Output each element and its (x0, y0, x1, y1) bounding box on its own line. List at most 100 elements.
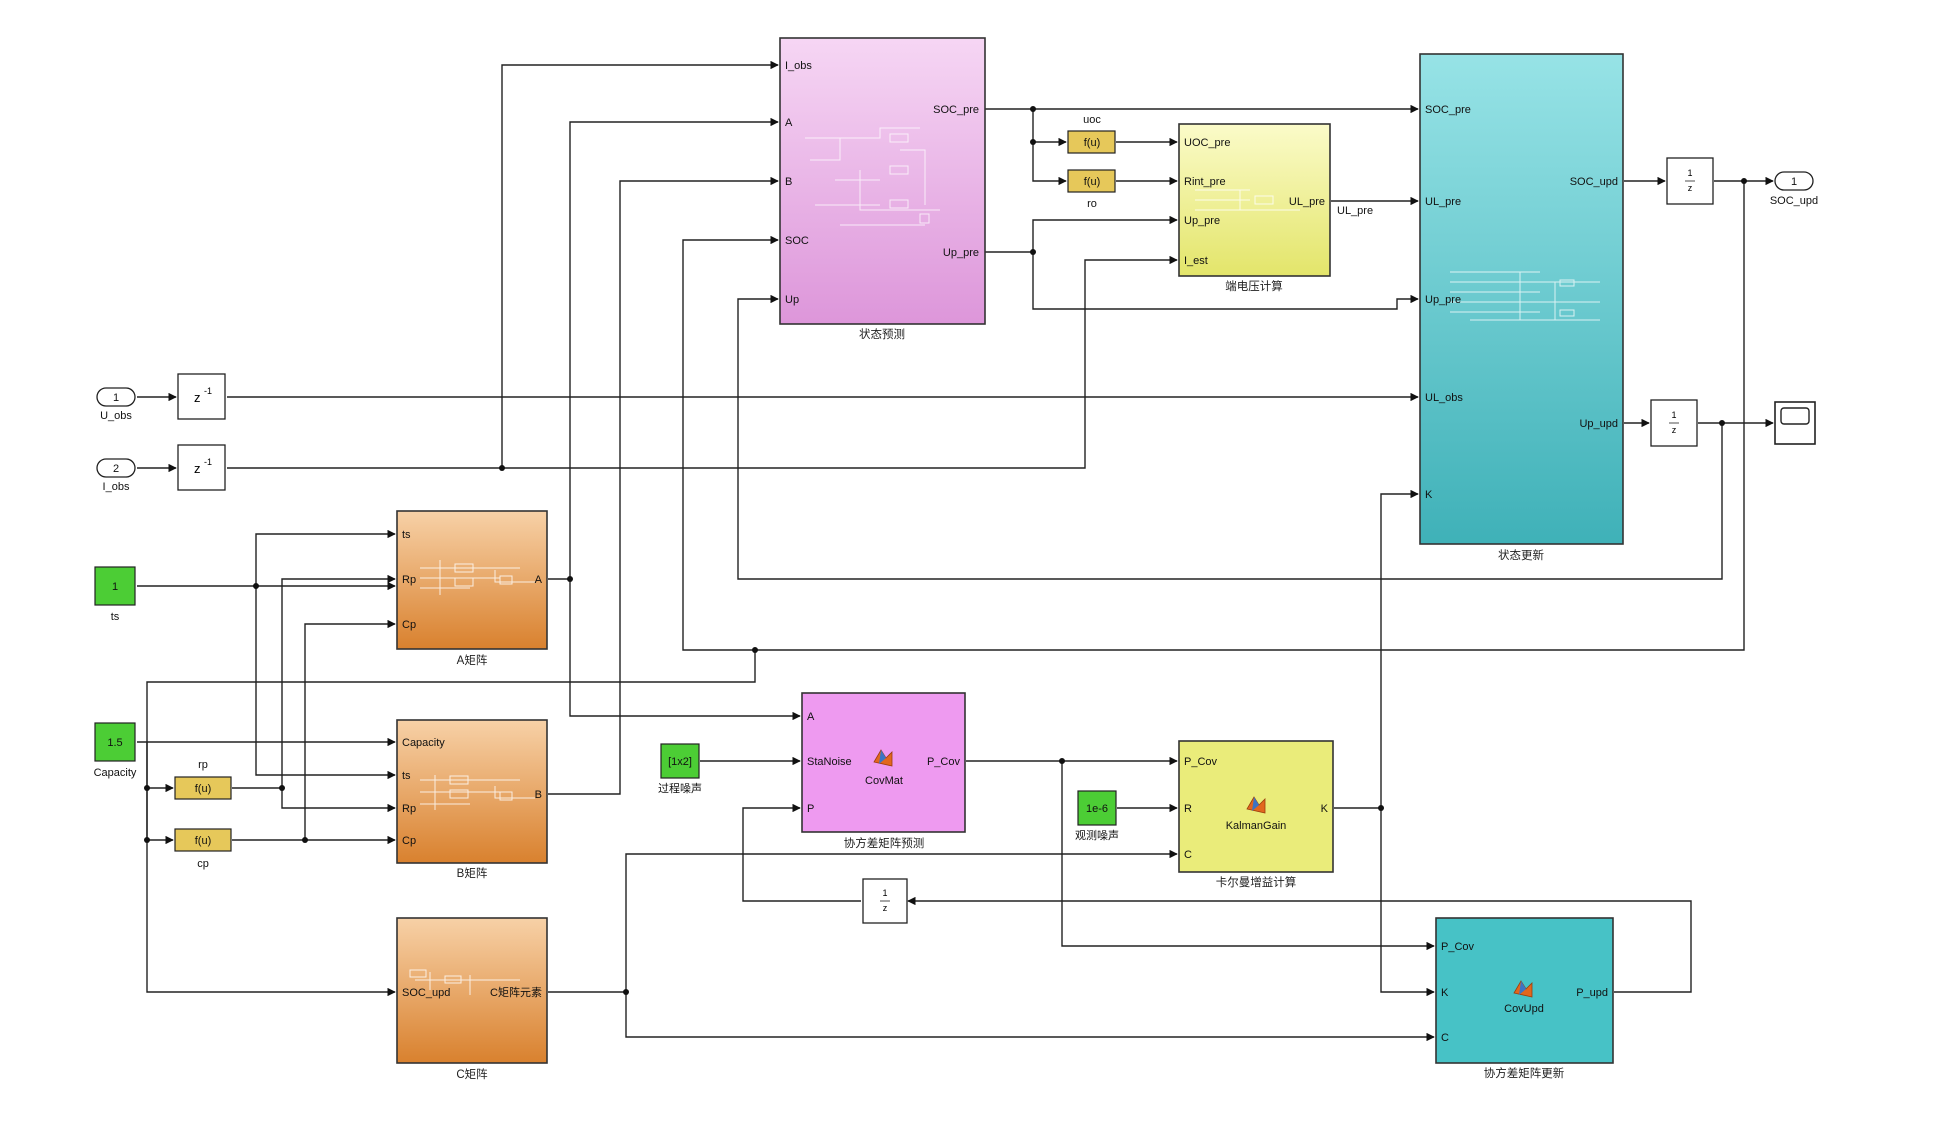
port-label: P_Cov (1441, 941, 1475, 953)
fcn-expression: f(u) (195, 835, 212, 847)
subsystem-c-matrix[interactable]: SOC_upd C矩阵元素 C矩阵 (396, 917, 548, 1081)
integrator-up[interactable]: 1 z (1650, 399, 1698, 447)
fcn-name: rp (198, 759, 208, 771)
constant-ts[interactable]: 1 ts (94, 566, 136, 623)
port-name: U_obs (100, 410, 132, 422)
branch-point (499, 465, 505, 471)
port-label: P_Cov (1184, 756, 1218, 768)
integrator-den: z (1672, 425, 1677, 435)
block-title: 状态更新 (1498, 548, 1544, 562)
branch-point (1030, 139, 1036, 145)
port-name: SOC_upd (1770, 195, 1818, 207)
branch-point (567, 576, 573, 582)
subsystem-b-matrix[interactable]: Capacity ts Rp Cp B B矩阵 (396, 719, 548, 880)
constant-obsnoise[interactable]: 1e-6 观测噪声 (1075, 790, 1119, 842)
inport-u-obs[interactable]: 1 U_obs (96, 387, 136, 422)
branch-point (279, 785, 285, 791)
fcn-uoc[interactable]: uoc f(u) (1067, 114, 1116, 154)
port-label: I_obs (785, 60, 812, 72)
integrator-num: 1 (1687, 168, 1692, 178)
port-label: Cp (402, 835, 416, 847)
subsystem-preview (1195, 189, 1300, 211)
fcn-name: ro (1087, 198, 1097, 210)
port-label: C (1184, 849, 1192, 861)
unit-delay-1[interactable]: z -1 (177, 373, 226, 420)
block-title: 状态预测 (859, 327, 905, 341)
port-label: Rp (402, 803, 416, 815)
block-title: 协方差矩阵更新 (1484, 1066, 1565, 1080)
subsystem-terminal-voltage[interactable]: UOC_pre Rint_pre Up_pre I_est UL_pre 端电压… (1178, 123, 1331, 293)
port-label: P_upd (1576, 987, 1608, 999)
port-label: B (785, 176, 792, 188)
port-label: K (1425, 489, 1433, 501)
port-label: K (1321, 803, 1329, 815)
port-label: A (535, 574, 543, 586)
branch-point (752, 647, 758, 653)
integrator-pcov[interactable]: 1 z (862, 878, 908, 924)
fcn-cp[interactable]: f(u) cp (174, 828, 232, 870)
port-label: A (807, 711, 815, 723)
port-label: B (535, 789, 542, 801)
delay-exponent: -1 (204, 457, 212, 467)
port-label: P (807, 803, 814, 815)
port-label: Cp (402, 619, 416, 631)
matlab-function-icon (1246, 796, 1266, 814)
branch-point (302, 837, 308, 843)
fcn-ro[interactable]: f(u) ro (1067, 169, 1116, 210)
subsystem-state-prediction[interactable]: I_obs A B SOC Up SOC_pre Up_pre 状态预测 (779, 37, 986, 341)
subsystem-preview (409, 969, 520, 995)
port-label: Rint_pre (1184, 176, 1226, 188)
constant-stanoise[interactable]: [1x2] 过程噪声 (658, 743, 702, 795)
constant-name: Capacity (94, 767, 137, 779)
block-title: B矩阵 (457, 866, 488, 880)
scope-icon[interactable] (1774, 401, 1816, 445)
fcn-expression: f(u) (1084, 176, 1101, 188)
subsystem-a-matrix[interactable]: ts Rp Cp A A矩阵 (396, 510, 548, 667)
integrator-soc[interactable]: 1 z (1666, 157, 1714, 205)
block-title: 协方差矩阵预测 (844, 836, 925, 850)
unit-delay-2[interactable]: z -1 (177, 444, 226, 491)
port-label: UL_pre (1425, 196, 1461, 208)
constant-capacity[interactable]: 1.5 Capacity (94, 722, 137, 779)
constant-name: 过程噪声 (658, 781, 702, 795)
port-label: Up_upd (1579, 418, 1618, 430)
delay-text: z (194, 390, 201, 405)
port-label: SOC (785, 235, 809, 247)
branch-point (144, 785, 150, 791)
matlab-function-covupd[interactable]: P_Cov K C P_upd CovUpd 协方差矩阵更新 (1435, 917, 1614, 1080)
matlab-function-kalmangain[interactable]: P_Cov R C K KalmanGain 卡尔曼增益计算 (1178, 740, 1334, 889)
block-title: A矩阵 (457, 653, 488, 667)
fcn-rp[interactable]: rp f(u) (174, 759, 232, 800)
port-name: I_obs (103, 481, 130, 493)
branch-point (253, 583, 259, 589)
block-title: 端电压计算 (1225, 279, 1283, 293)
outport-soc-upd[interactable]: 1 SOC_upd (1770, 171, 1818, 207)
port-label: Capacity (402, 737, 445, 749)
port-label: C (1441, 1032, 1449, 1044)
port-label: Rp (402, 574, 416, 586)
matlab-function-icon (873, 749, 893, 767)
integrator-den: z (883, 903, 888, 913)
branch-point (1378, 805, 1384, 811)
port-label: SOC_pre (933, 104, 979, 116)
branch-point (1030, 106, 1036, 112)
inport-i-obs[interactable]: 2 I_obs (96, 458, 136, 493)
port-label: Up_pre (943, 247, 979, 259)
subsystem-preview (1450, 271, 1600, 321)
branch-point (1719, 420, 1725, 426)
port-label: UL_obs (1425, 392, 1463, 404)
port-label: SOC_upd (402, 987, 450, 999)
port-label: Up_pre (1425, 294, 1461, 306)
subsystem-state-update[interactable]: SOC_pre UL_pre Up_pre UL_obs K SOC_upd U… (1419, 53, 1624, 562)
function-name: KalmanGain (1226, 820, 1287, 832)
branch-point (623, 989, 629, 995)
constant-name: 观测噪声 (1075, 828, 1119, 842)
matlab-function-covmat[interactable]: A StaNoise P P_Cov CovMat 协方差矩阵预测 (801, 692, 966, 850)
port-label: C矩阵元素 (490, 985, 542, 999)
branch-point (1030, 249, 1036, 255)
port-label: R (1184, 803, 1192, 815)
port-number: 1 (113, 392, 119, 404)
subsystem-preview (420, 775, 535, 810)
constant-value: [1x2] (668, 756, 692, 768)
fcn-name: uoc (1083, 114, 1101, 126)
